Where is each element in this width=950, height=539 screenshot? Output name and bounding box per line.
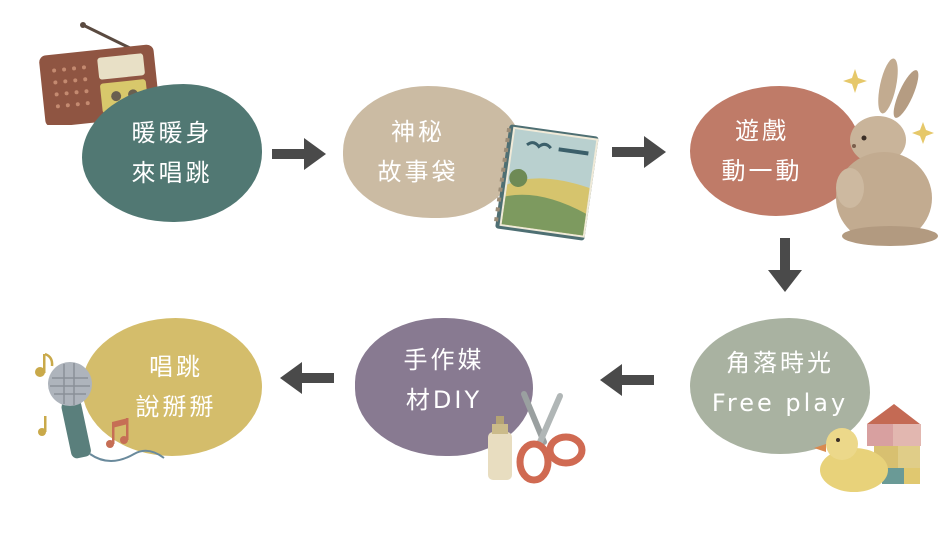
arrow-right-1 (272, 138, 326, 170)
step-warm-up-label: 暖暖身 來唱跳 (131, 119, 213, 187)
arrow-left-2 (280, 362, 334, 394)
arrow-left-1 (600, 364, 654, 396)
step-sing-goodbye-label: 唱跳 說掰掰 (135, 353, 217, 421)
step-free-play-label: 角落時光 Free play (711, 349, 849, 417)
step-warm-up: 暖暖身 來唱跳 (82, 84, 262, 222)
step-play-games: 遊戲 動一動 (690, 86, 862, 216)
microphone-icon (35, 352, 165, 462)
arrow-right-2 (612, 136, 666, 168)
step-story-bag: 神秘 故事袋 (343, 86, 521, 218)
step-story-bag-label: 神秘 故事袋 (377, 118, 459, 186)
step-play-games-label: 遊戲 動一動 (721, 117, 803, 185)
rabbit-icon (836, 58, 938, 246)
scissors-and-glue-icon (488, 391, 586, 484)
duck-and-blocks-icon (814, 404, 921, 492)
arrow-down (768, 238, 802, 292)
storybook-icon (493, 124, 599, 241)
step-craft-diy-label: 手作媒 材DIY (403, 346, 485, 414)
